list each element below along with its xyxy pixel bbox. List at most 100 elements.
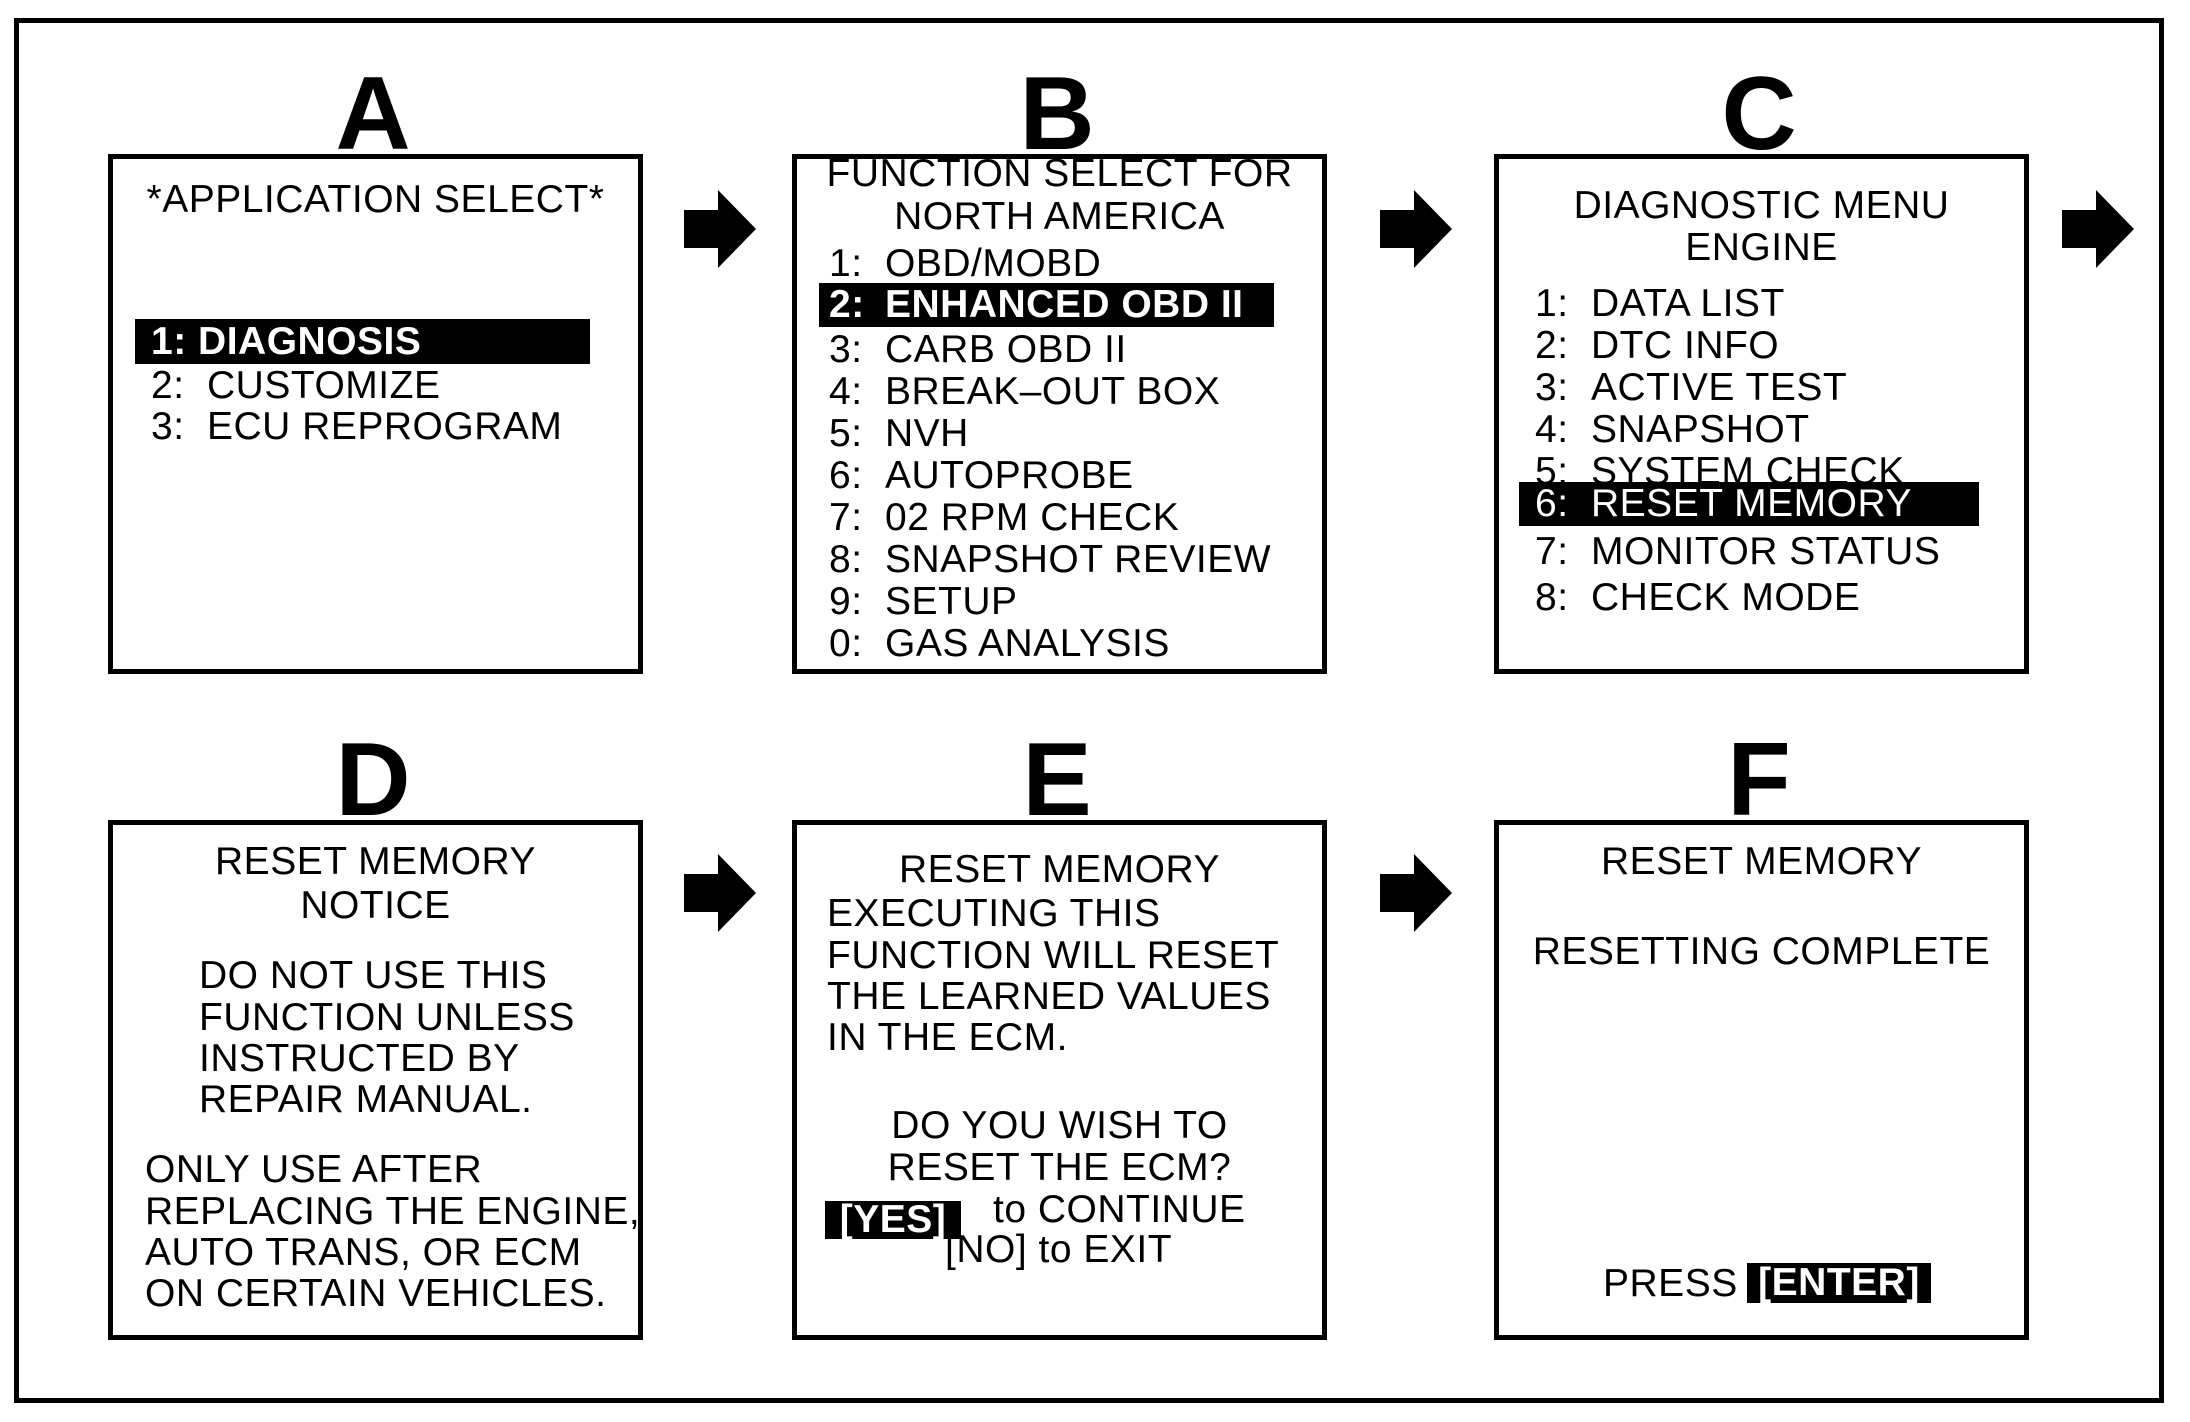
yes-continue-text: to CONTINUE — [993, 1188, 1246, 1231]
menu-item-label: SNAPSHOT — [1591, 408, 1810, 451]
menu-item-number: 1: — [1535, 282, 1569, 325]
menu-item-label: GAS ANALYSIS — [885, 622, 1170, 665]
menu-item-label: ENHANCED OBD II — [885, 283, 1244, 326]
menu-item-autoprobe[interactable]: 6: AUTOPROBE — [829, 455, 1134, 496]
menu-item-number: 3: — [1535, 366, 1569, 409]
screen-f-resetting-complete: RESET MEMORY RESETTING COMPLETE PRESS [E… — [1494, 820, 2029, 1340]
menu-item-02-rpm-check[interactable]: 7: 02 RPM CHECK — [829, 497, 1179, 538]
question-line2: RESET THE ECM? — [887, 1146, 1232, 1189]
status-text: RESETTING COMPLETE — [1532, 930, 1991, 973]
screen-title-line1: FUNCTION SELECT FOR — [826, 154, 1293, 195]
panel-letter-a: A — [335, 56, 411, 172]
menu-item-label: CARB OBD II — [885, 328, 1127, 371]
warning-line: REPAIR MANUAL. — [199, 1078, 533, 1121]
menu-item-number: 0: — [829, 622, 863, 665]
screen-title: RESET MEMORY — [1601, 840, 1922, 883]
arrow-right-icon — [1380, 854, 1452, 932]
press-label: PRESS — [1603, 1262, 1738, 1305]
menu-item-label: NVH — [885, 412, 969, 455]
menu-item-label: DIAGNOSIS — [198, 320, 422, 363]
menu-item-diagnosis[interactable]: 1: DIAGNOSIS — [135, 319, 590, 364]
menu-item-snapshot-review[interactable]: 8: SNAPSHOT REVIEW — [829, 539, 1271, 580]
note-line: ONLY USE AFTER — [145, 1148, 483, 1191]
note-line: AUTO TRANS, OR ECM — [145, 1231, 582, 1274]
menu-item-number: 5: — [829, 412, 863, 455]
menu-item-monitor-status[interactable]: 7: MONITOR STATUS — [1535, 531, 1940, 572]
menu-item-check-mode[interactable]: 8: CHECK MODE — [1535, 577, 1860, 618]
menu-item-data-list[interactable]: 1: DATA LIST — [1535, 283, 1785, 324]
warning-line: INSTRUCTED BY — [199, 1037, 520, 1080]
arrow-right-icon — [1380, 190, 1452, 268]
menu-item-label: CHECK MODE — [1591, 576, 1861, 619]
diagram-frame — [14, 18, 2164, 1403]
body-line: FUNCTION WILL RESET — [827, 934, 1280, 977]
menu-item-label: SNAPSHOT REVIEW — [885, 538, 1272, 581]
panel-letter-c: C — [1721, 56, 1797, 172]
warning-line: FUNCTION UNLESS — [199, 996, 575, 1039]
screen-title: *APPLICATION SELECT* — [146, 178, 605, 221]
menu-item-enhanced-obd-ii[interactable]: 2: ENHANCED OBD II — [819, 283, 1274, 327]
menu-item-gas-analysis[interactable]: 0: GAS ANALYSIS — [829, 623, 1170, 664]
menu-item-snapshot[interactable]: 4: SNAPSHOT — [1535, 409, 1810, 450]
menu-item-number: 7: — [1535, 530, 1569, 573]
screen-a-application-select: *APPLICATION SELECT* 1: DIAGNOSIS 2:CUST… — [108, 154, 643, 674]
panel-letter-b: B — [1019, 56, 1095, 172]
menu-item-label: DATA LIST — [1591, 282, 1785, 325]
enter-key[interactable]: [ENTER] — [1747, 1263, 1931, 1303]
screen-e-reset-memory-confirm: RESET MEMORY EXECUTING THIS FUNCTION WIL… — [792, 820, 1327, 1340]
screen-d-reset-memory-notice: RESET MEMORY NOTICE DO NOT USE THIS FUNC… — [108, 820, 643, 1340]
menu-item-number: 8: — [829, 538, 863, 581]
menu-item-reset-memory[interactable]: 6: RESET MEMORY — [1519, 482, 1979, 526]
body-line: IN THE ECM. — [827, 1016, 1068, 1059]
panel-letter-d: D — [335, 722, 411, 838]
screen-title: RESET MEMORY — [899, 848, 1220, 891]
menu-item-number: 9: — [829, 580, 863, 623]
menu-item-label: ECU REPROGRAM — [207, 405, 563, 448]
menu-item-number: 8: — [1535, 576, 1569, 619]
menu-item-ecu-reprogram[interactable]: 3: ECU REPROGRAM — [151, 406, 562, 447]
body-line: EXECUTING THIS — [827, 892, 1161, 935]
menu-item-number: 1: — [829, 242, 863, 285]
menu-item-number: 7: — [829, 496, 863, 539]
screen-title-line2: ENGINE — [1685, 226, 1838, 269]
screen-title-line1: DIAGNOSTIC MENU — [1573, 184, 1950, 227]
menu-item-customize[interactable]: 2:CUSTOMIZE — [151, 365, 440, 406]
menu-item-label: 02 RPM CHECK — [885, 496, 1180, 539]
menu-item-label: ACTIVE TEST — [1591, 366, 1848, 409]
screen-title-line1: RESET MEMORY — [215, 840, 536, 883]
no-exit-key[interactable]: [NO] to EXIT — [945, 1228, 1173, 1271]
screen-title-line2: NORTH AMERICA — [894, 195, 1225, 238]
menu-item-label: DTC INFO — [1591, 324, 1780, 367]
menu-item-label: MONITOR STATUS — [1591, 530, 1941, 573]
arrow-right-icon — [684, 190, 756, 268]
menu-item-dtc-info[interactable]: 2: DTC INFO — [1535, 325, 1779, 366]
menu-item-setup[interactable]: 9:SETUP — [829, 581, 1018, 622]
menu-item-number: 6: — [829, 454, 863, 497]
screen-c-diagnostic-menu: DIAGNOSTIC MENU ENGINE 1: DATA LIST 2: DTC… — [1494, 154, 2029, 674]
menu-item-label: RESET MEMORY — [1591, 482, 1912, 525]
menu-item-carb-obd-ii[interactable]: 3: CARB OBD II — [829, 329, 1127, 370]
panel-letter-f: F — [1727, 722, 1791, 838]
note-line: ON CERTAIN VEHICLES. — [145, 1272, 607, 1315]
menu-item-label: AUTOPROBE — [885, 454, 1134, 497]
menu-item-nvh[interactable]: 5: NVH — [829, 413, 969, 454]
menu-item-number: 1: — [151, 320, 187, 363]
menu-item-number: 3: — [151, 405, 185, 448]
menu-item-break-out-box[interactable]: 4: BREAK–OUT BOX — [829, 371, 1220, 412]
question-line1: DO YOU WISH TO — [891, 1104, 1228, 1147]
screen-b-function-select: FUNCTION SELECT FOR NORTH AMERICA 1:OBD/… — [792, 154, 1327, 674]
menu-item-obd-mobd[interactable]: 1:OBD/MOBD — [829, 243, 1101, 284]
warning-line: DO NOT USE THIS — [199, 954, 548, 997]
menu-item-number: 3: — [829, 328, 863, 371]
yes-key[interactable]: [YES] — [825, 1200, 961, 1239]
menu-item-number: 6: — [1535, 482, 1569, 525]
menu-item-number: 2: — [151, 364, 185, 407]
screen-title-line2: NOTICE — [300, 884, 451, 927]
menu-item-label: BREAK–OUT BOX — [885, 370, 1221, 413]
arrow-right-icon — [2062, 190, 2134, 268]
menu-item-number: 4: — [1535, 408, 1569, 451]
menu-item-number: 2: — [829, 283, 865, 326]
menu-item-active-test[interactable]: 3: ACTIVE TEST — [1535, 367, 1847, 408]
menu-item-number: 4: — [829, 370, 863, 413]
menu-item-number: 2: — [1535, 324, 1569, 367]
